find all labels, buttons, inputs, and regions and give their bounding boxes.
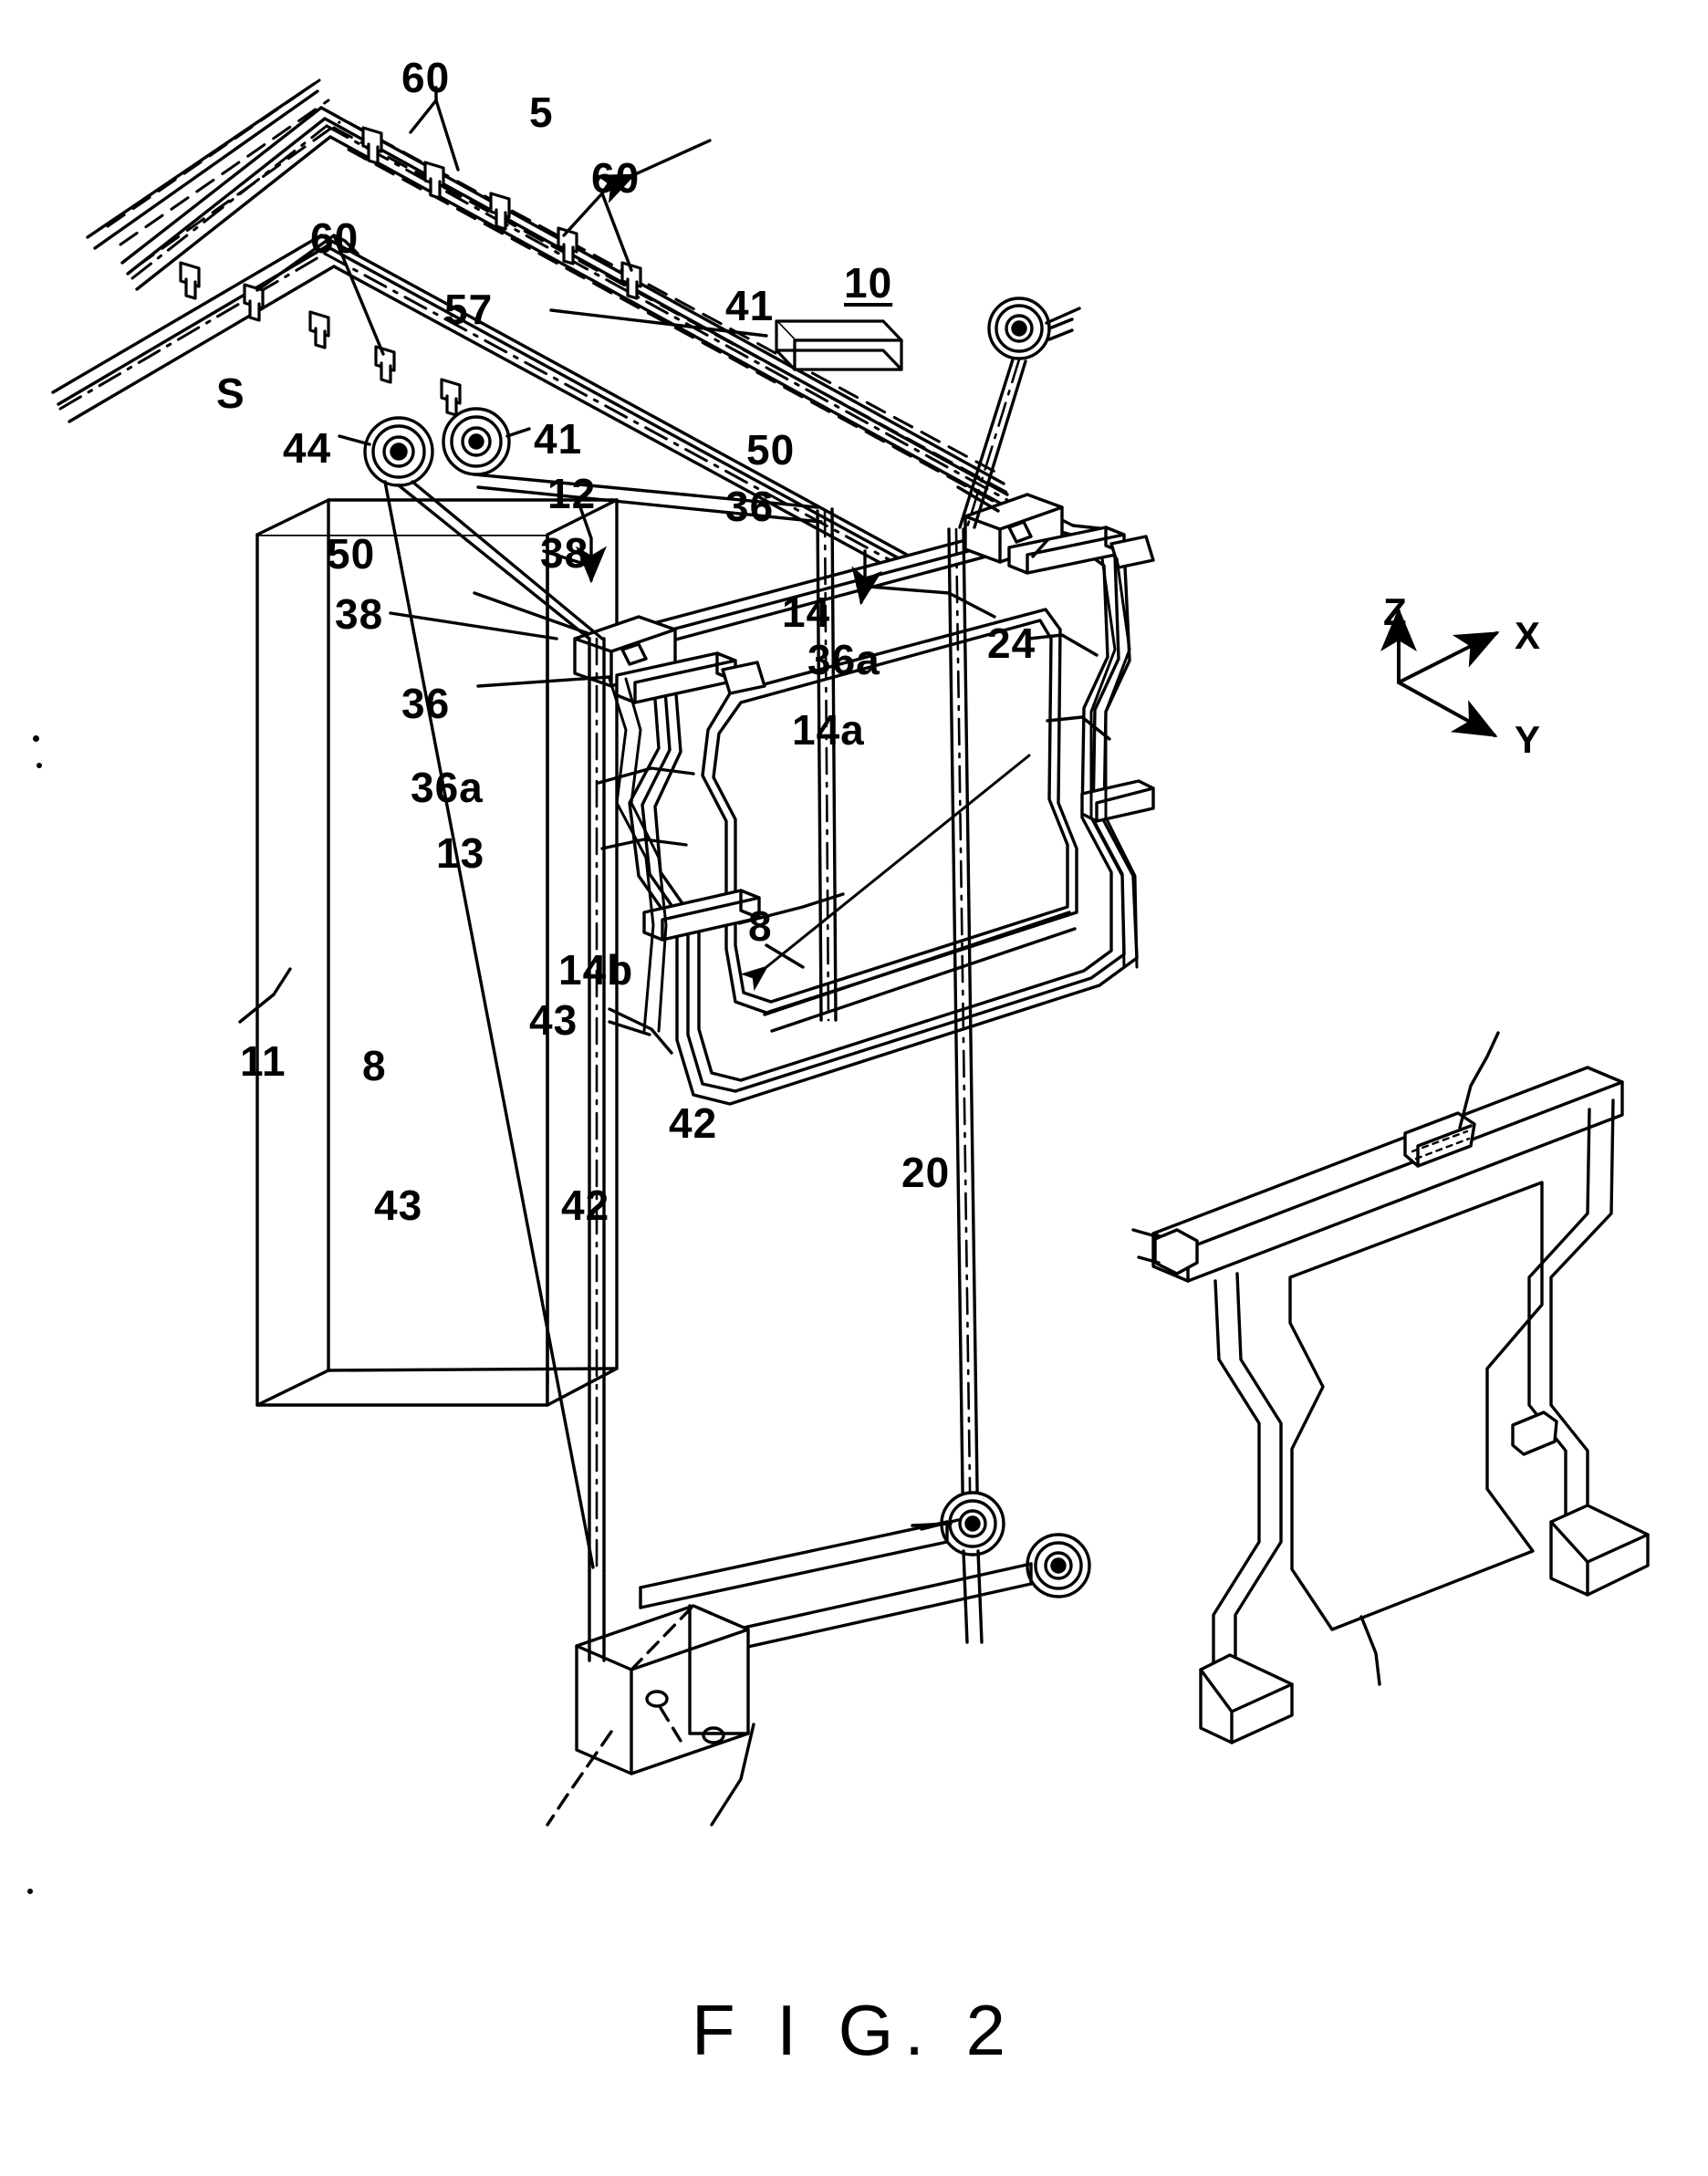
reference-numeral-42: 42 xyxy=(561,1182,610,1229)
axis-label-y: Y xyxy=(1515,718,1541,761)
reference-numeral-13: 13 xyxy=(436,829,485,877)
axis-label-z: Z xyxy=(1383,590,1407,633)
post-8-left-belt xyxy=(397,480,604,640)
reference-numeral-42: 42 xyxy=(669,1099,718,1147)
belt-50-mid xyxy=(473,473,823,524)
reference-numeral-14: 14 xyxy=(782,588,831,636)
reference-numeral-12: 12 xyxy=(547,470,597,517)
reference-numeral-44: 44 xyxy=(283,424,332,472)
pulley-44 xyxy=(363,416,434,487)
axis-label-x: X xyxy=(1515,614,1541,657)
reference-numeral-60: 60 xyxy=(401,54,451,101)
reference-numeral-43: 43 xyxy=(374,1182,423,1229)
post-8-right xyxy=(947,527,980,1553)
page-speck xyxy=(36,763,42,768)
reference-numeral-14a: 14a xyxy=(792,706,865,754)
roller-42-right xyxy=(1026,1533,1091,1598)
reference-numeral-8: 8 xyxy=(362,1042,387,1089)
base-plate-42 xyxy=(575,1604,750,1775)
reference-numeral-60: 60 xyxy=(310,214,359,262)
block-57 xyxy=(775,319,903,371)
clamp-36-mid-right xyxy=(1080,779,1155,823)
page-speck xyxy=(33,735,39,742)
side-frame-20 xyxy=(1151,1066,1650,1744)
reference-numeral-36: 36 xyxy=(401,680,451,727)
reference-numeral-11: 11 xyxy=(240,1037,286,1085)
reference-numeral-24: 24 xyxy=(987,619,1036,667)
pulley-41-upper xyxy=(987,297,1074,360)
hanger-group-upper xyxy=(361,126,642,300)
belt-50-down-left xyxy=(383,480,595,1569)
clamp-arm-36a-left xyxy=(608,677,668,1033)
figure-caption: F I G. 2 xyxy=(691,1990,1017,2070)
roller-42-left xyxy=(940,1491,1005,1557)
page-speck xyxy=(27,1889,33,1894)
work-panel-11 xyxy=(255,498,619,1407)
reference-numeral-57: 57 xyxy=(444,286,494,333)
reference-numeral-36a: 36a xyxy=(807,636,880,683)
reference-numeral-S: S xyxy=(216,370,245,417)
reference-numeral-50: 50 xyxy=(327,530,376,578)
conveyor-rail-lower xyxy=(86,82,319,250)
post-8-left xyxy=(588,637,606,1573)
reference-numeral-60: 60 xyxy=(591,154,640,202)
reference-numeral-43: 43 xyxy=(529,996,578,1044)
shaft-43-upper xyxy=(639,1520,949,1609)
reference-numeral-50: 50 xyxy=(746,426,796,474)
belt-50-right xyxy=(958,358,1027,529)
reference-numeral-36: 36 xyxy=(725,483,775,530)
coordinate-axes xyxy=(1380,608,1500,737)
reference-numeral-38: 38 xyxy=(540,529,589,577)
reference-numeral-8: 8 xyxy=(748,902,773,950)
pulley-41-lower xyxy=(442,407,511,476)
reference-numeral-41: 41 xyxy=(534,415,583,463)
reference-numeral-20: 20 xyxy=(901,1149,951,1196)
reference-numeral-5: 5 xyxy=(529,88,554,136)
reference-numeral-36a: 36a xyxy=(411,764,484,811)
post-8-mid xyxy=(816,507,838,1022)
reference-numeral-10: 10 xyxy=(844,259,893,307)
clamp-arm-36a-right xyxy=(1089,557,1139,969)
reference-numeral-38: 38 xyxy=(335,590,384,638)
clamp-36-upper xyxy=(1007,526,1155,575)
clamp-36-lower xyxy=(615,651,766,704)
reference-numeral-41: 41 xyxy=(725,282,775,329)
reference-numeral-14b: 14b xyxy=(558,946,634,994)
